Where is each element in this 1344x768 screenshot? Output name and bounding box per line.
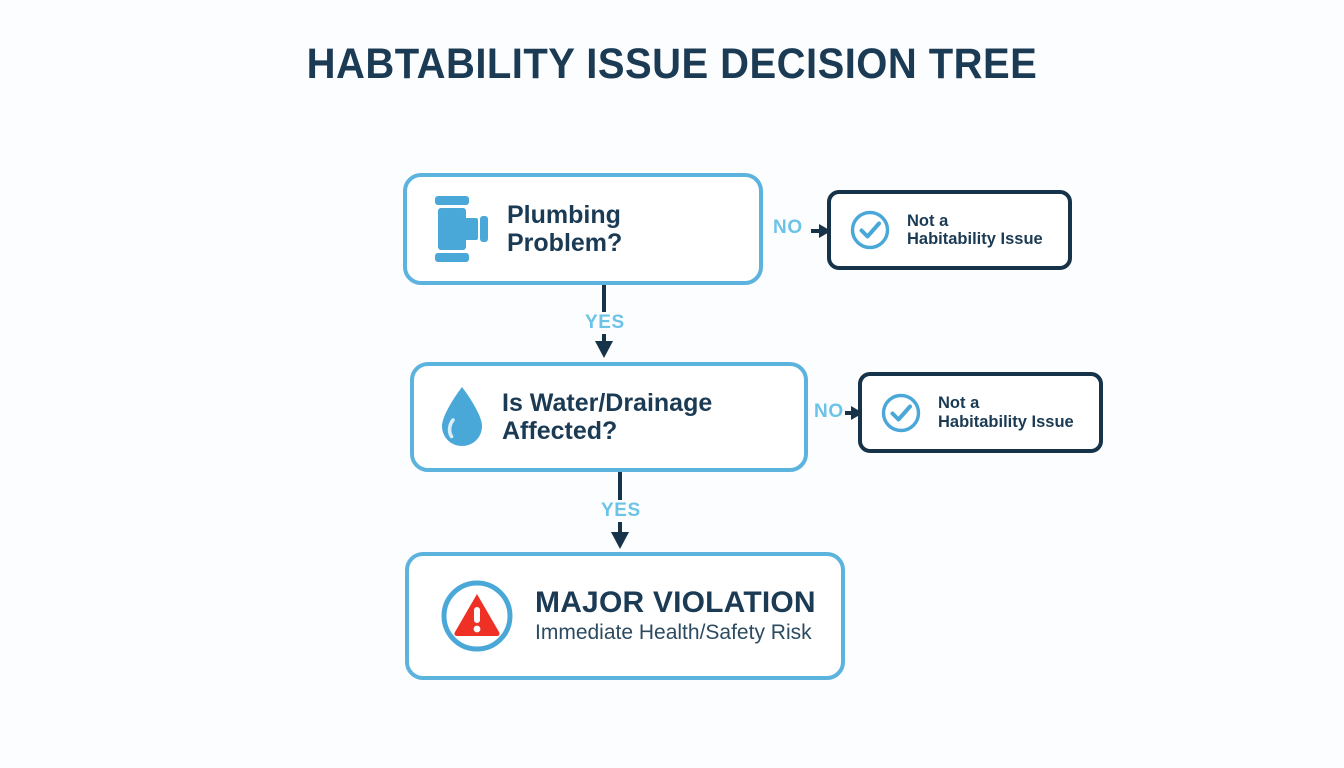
edge-arrow-no-1 bbox=[811, 224, 831, 238]
decision-node-plumbing[interactable]: Plumbing Problem? bbox=[403, 173, 763, 285]
page-title: HABTABILITY ISSUE DECISION TREE bbox=[306, 40, 1038, 88]
outcome-node-2-label: Not a Habitability Issue bbox=[938, 394, 1074, 431]
outcome-node-1-label: Not a Habitability Issue bbox=[907, 212, 1043, 249]
decision-node-plumbing-line1: Plumbing bbox=[507, 201, 621, 229]
outcome-node-1-line2: Habitability Issue bbox=[907, 230, 1043, 248]
outcome-node-2-line1: Not a bbox=[938, 394, 980, 413]
decision-node-water-label: Is Water/Drainage Affected? bbox=[502, 389, 712, 445]
outcome-node-1-line1: Not a bbox=[907, 211, 949, 230]
outcome-node-not-habitability-1[interactable]: Not a Habitability Issue bbox=[827, 190, 1072, 270]
check-circle-icon bbox=[878, 390, 924, 436]
decision-node-water-line2: Affected? bbox=[502, 417, 618, 445]
check-circle-icon bbox=[847, 207, 893, 253]
result-node-major-violation[interactable]: MAJOR VIOLATION Immediate Health/Safety … bbox=[405, 552, 845, 680]
result-node-subtitle: Immediate Health/Safety Risk bbox=[535, 621, 812, 645]
edge-label-no-1: NO bbox=[773, 217, 803, 238]
warning-triangle-icon bbox=[439, 578, 515, 654]
result-node-title: MAJOR VIOLATION bbox=[535, 585, 816, 619]
edge-label-yes-1: YES bbox=[580, 312, 630, 334]
result-node-text: MAJOR VIOLATION Immediate Health/Safety … bbox=[535, 587, 816, 646]
edge-label-no-2: NO bbox=[814, 401, 844, 422]
outcome-node-2-line2: Habitability Issue bbox=[938, 412, 1074, 431]
edge-label-yes-2: YES bbox=[596, 500, 646, 522]
water-drop-icon bbox=[438, 384, 486, 450]
outcome-node-not-habitability-2[interactable]: Not a Habitability Issue bbox=[858, 372, 1103, 453]
decision-node-plumbing-line2: Problem? bbox=[507, 229, 623, 257]
pipe-fitting-icon bbox=[429, 194, 491, 264]
decision-node-water-drainage[interactable]: Is Water/Drainage Affected? bbox=[410, 362, 808, 472]
decision-node-plumbing-label: Plumbing Problem? bbox=[507, 201, 622, 257]
decision-node-water-line1: Is Water/Drainage bbox=[502, 389, 713, 417]
edge-arrow-no-2 bbox=[845, 406, 863, 420]
